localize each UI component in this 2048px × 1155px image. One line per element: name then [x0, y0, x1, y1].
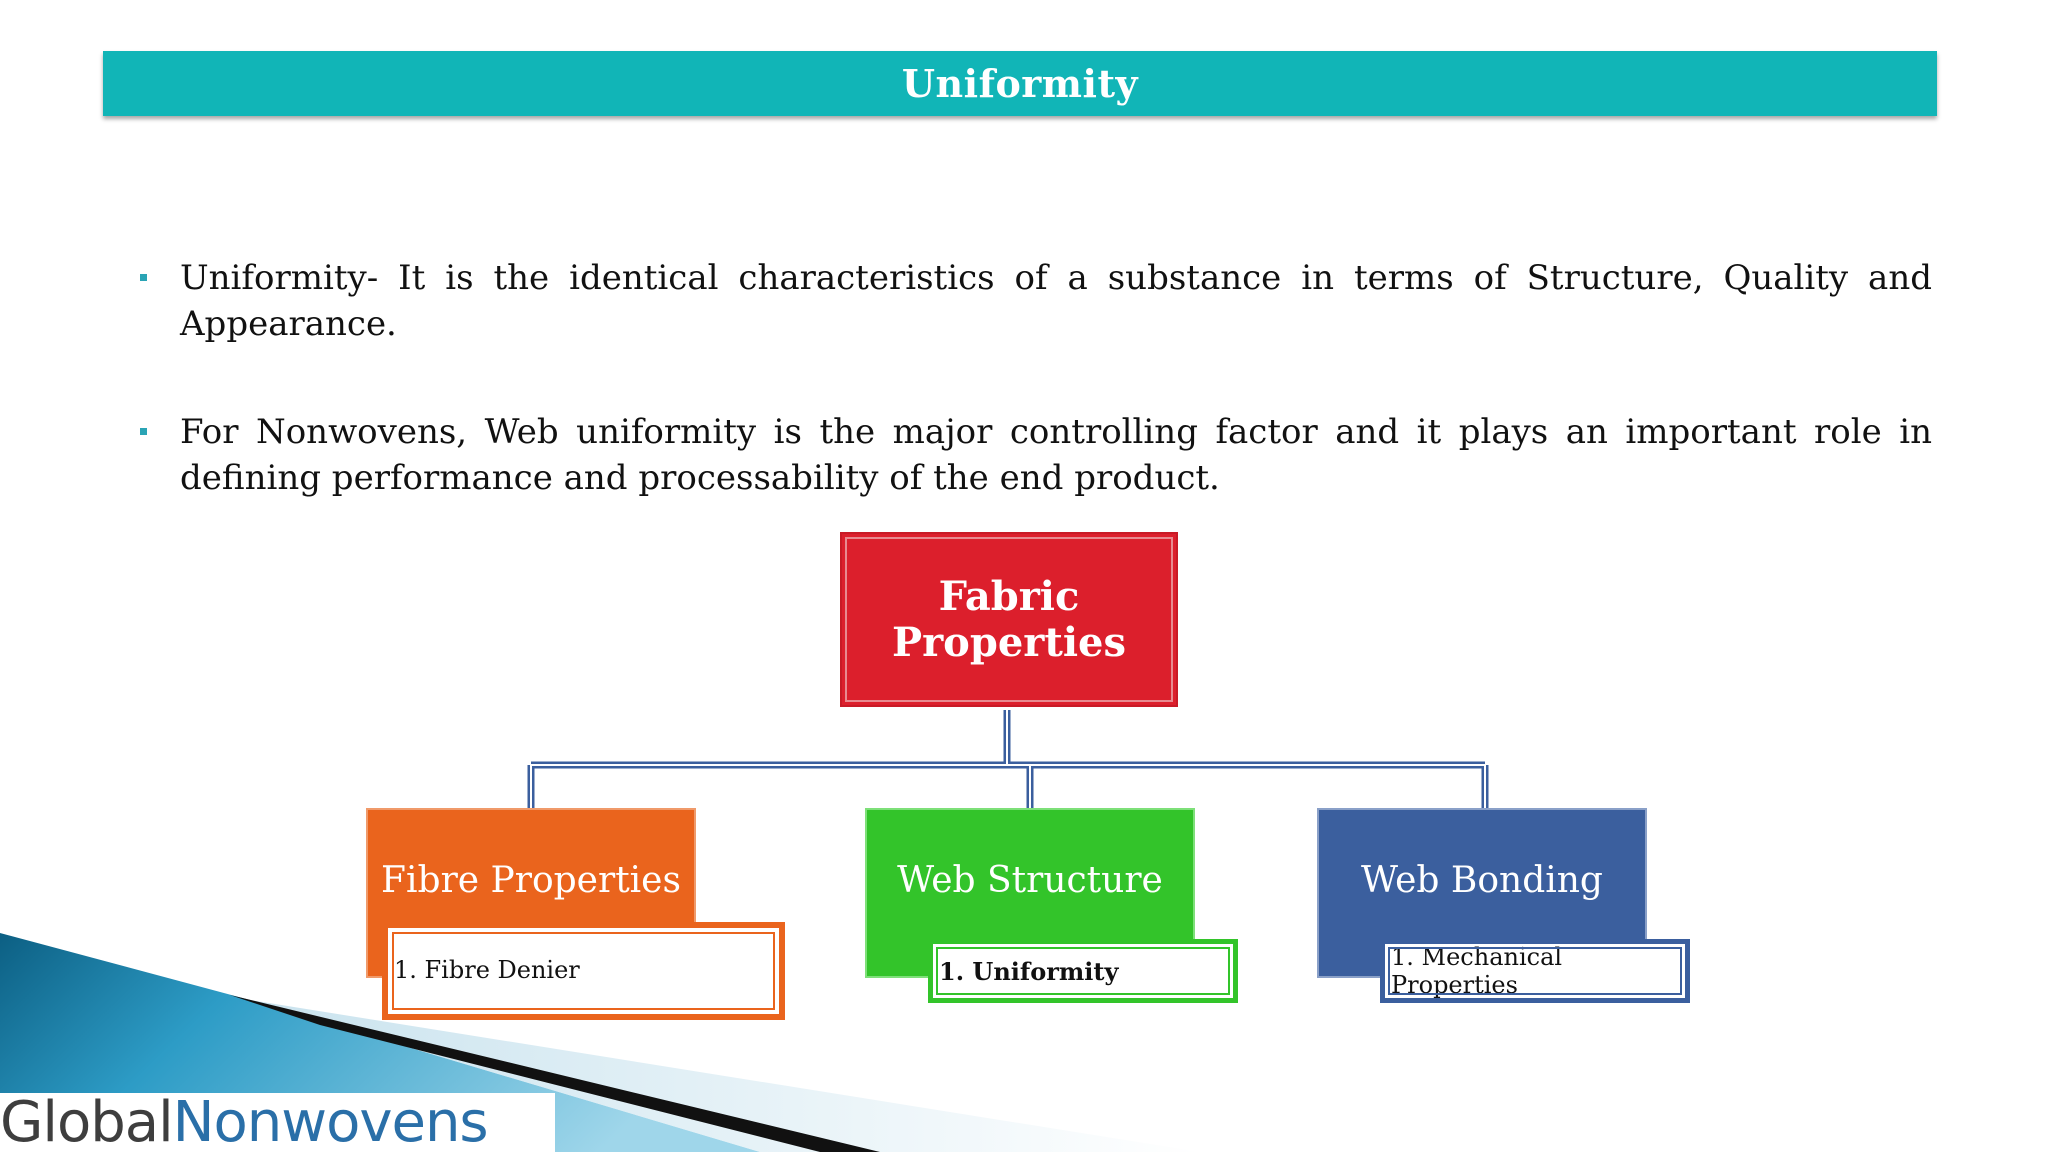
subnode-uniformity: 1. Uniformity: [928, 939, 1238, 1003]
logo-text-nonwovens: Nonwovens: [172, 1090, 489, 1155]
subnode-label: 1. Fibre Denier: [394, 956, 580, 984]
root-line-1: Fabric: [938, 572, 1080, 620]
root-line-2: Properties: [892, 618, 1126, 666]
root-node-fabric-properties: Fabric Properties: [840, 532, 1178, 707]
logo-text-global: Global: [0, 1090, 174, 1155]
subnode-label: 1. Uniformity: [939, 956, 1119, 986]
node-label: Web Bonding: [1361, 860, 1603, 901]
title-bar: Uniformity: [103, 51, 1937, 116]
bullet-item: For Nonwovens, Web uniformity is the maj…: [140, 409, 1932, 501]
bullet-list: Uniformity- It is the identical characte…: [140, 255, 1932, 563]
bullet-text: For Nonwovens, Web uniformity is the maj…: [180, 412, 1932, 498]
bullet-marker-icon: [140, 428, 147, 435]
subnode-mechanical-properties: 1. Mechanical Properties: [1380, 939, 1690, 1003]
subnode-fibre-denier: 1. Fibre Denier: [382, 922, 785, 1020]
bullet-marker-icon: [140, 274, 147, 281]
slide-title: Uniformity: [901, 61, 1139, 106]
node-label: Fibre Properties: [381, 860, 681, 901]
bullet-item: Uniformity- It is the identical characte…: [140, 255, 1932, 347]
node-label: Web Structure: [897, 860, 1163, 901]
bullet-text: Uniformity- It is the identical characte…: [180, 258, 1932, 344]
subnode-label: 1. Mechanical Properties: [1391, 943, 1563, 999]
